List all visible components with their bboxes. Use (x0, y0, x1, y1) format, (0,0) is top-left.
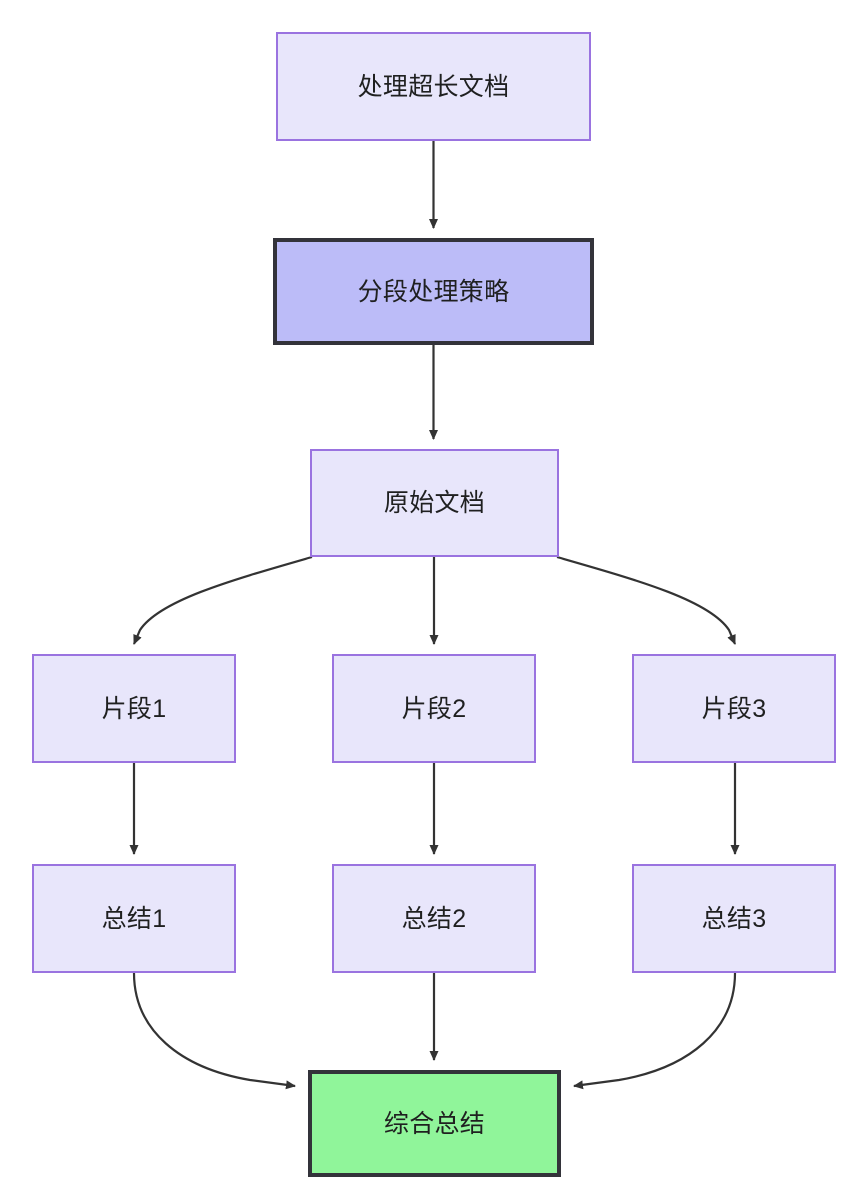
node-summary-1-label: 总结1 (101, 904, 167, 933)
node-strategy[interactable]: 分段处理策略 (273, 238, 594, 345)
node-summary-2-label: 总结2 (401, 904, 467, 933)
node-strategy-label: 分段处理策略 (357, 277, 510, 306)
edge-summary-1-to-final (132, 972, 296, 1090)
node-source-doc[interactable]: 原始文档 (310, 449, 559, 557)
node-fragment-2-label: 片段2 (401, 694, 467, 723)
edge-source-doc-to-fragment-3 (556, 555, 737, 645)
node-source-doc-label: 原始文档 (383, 489, 486, 517)
node-long-doc[interactable]: 处理超长文档 (276, 32, 591, 141)
node-long-doc-label: 处理超长文档 (357, 72, 510, 101)
node-fragment-3[interactable]: 片段3 (632, 654, 836, 763)
node-fragment-2[interactable]: 片段2 (332, 654, 536, 763)
node-fragment-3-label: 片段3 (701, 694, 767, 723)
node-summary-1[interactable]: 总结1 (32, 864, 236, 973)
node-summary-3-label: 总结3 (701, 904, 767, 933)
node-summary-3[interactable]: 总结3 (632, 864, 836, 973)
node-fragment-1[interactable]: 片段1 (32, 654, 236, 763)
node-fragment-1-label: 片段1 (101, 694, 167, 723)
node-final-summary[interactable]: 综合总结 (308, 1070, 561, 1177)
edge-summary-3-to-final (573, 972, 737, 1090)
node-summary-2[interactable]: 总结2 (332, 864, 536, 973)
node-final-summary-label: 综合总结 (383, 1109, 486, 1138)
edge-source-doc-to-fragment-1 (132, 555, 313, 645)
